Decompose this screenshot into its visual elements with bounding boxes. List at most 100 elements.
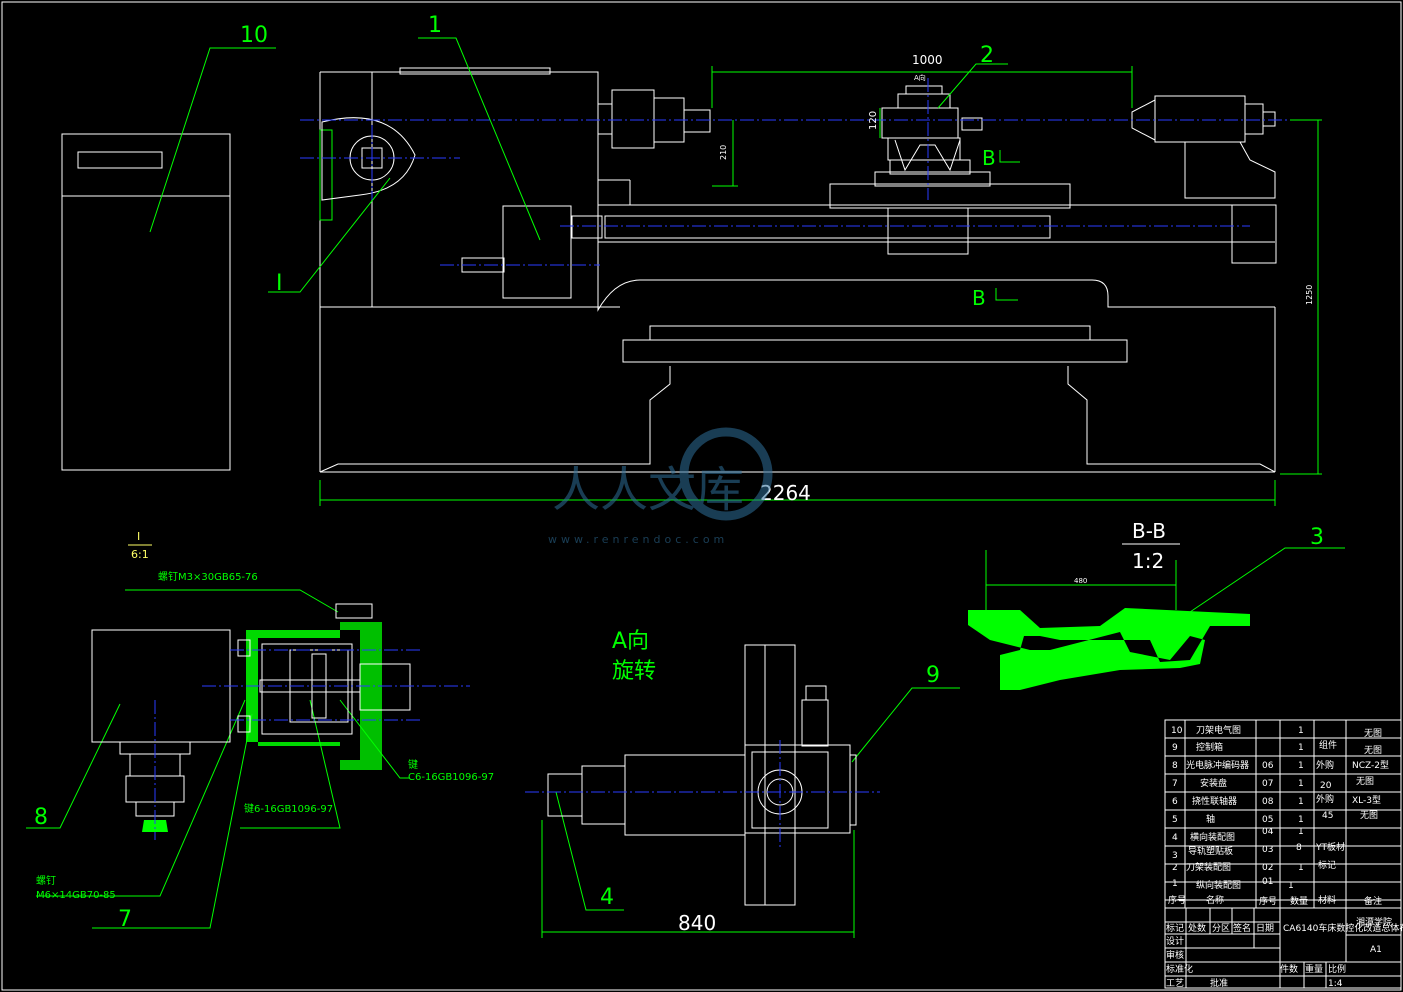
tb-standard: 标准化 bbox=[1166, 963, 1193, 975]
row-code: 01 bbox=[1262, 877, 1273, 887]
tb-school: 湘潭学院 bbox=[1356, 916, 1392, 928]
row-note: 无图 bbox=[1360, 810, 1378, 821]
row-name: 轴 bbox=[1206, 813, 1215, 825]
tb-label-mark: 标记 bbox=[1166, 922, 1184, 934]
row-name: 纵向装配图 bbox=[1196, 879, 1241, 891]
title-block: 标记 处数 分区 签名 日期 设计 审核 标准化 工艺 批准 CA6140车床数… bbox=[1166, 916, 1403, 989]
dim-span: 1000 bbox=[912, 53, 943, 67]
centre-lines bbox=[300, 78, 1300, 266]
row-note: 无图 bbox=[1364, 728, 1382, 739]
row-qty: 1 bbox=[1298, 863, 1304, 873]
row-code: 04 bbox=[1262, 827, 1274, 837]
detail-i-view bbox=[91, 603, 411, 832]
annotation-screw-left-spec: M6×14GB70-85 bbox=[36, 890, 116, 901]
callout-2: 2 bbox=[980, 43, 994, 68]
control-box bbox=[61, 133, 231, 471]
detail-i-name: I bbox=[137, 530, 140, 543]
row-note: XL-3型 bbox=[1352, 795, 1381, 806]
row-qty: 1 bbox=[1298, 743, 1304, 753]
row-no: 3 bbox=[1172, 851, 1178, 861]
row-mat: 标记 bbox=[1318, 859, 1336, 871]
tb-process: 工艺 bbox=[1166, 978, 1184, 989]
row-no: 10 bbox=[1171, 726, 1183, 736]
row-name: 刀架装配图 bbox=[1186, 861, 1231, 873]
row-name: 控制箱 bbox=[1196, 741, 1223, 753]
callout-1: 1 bbox=[428, 13, 442, 38]
watermark-logo-icon bbox=[679, 427, 773, 521]
dim-vertical-mid: 210 bbox=[719, 145, 728, 160]
tb-label-count: 处数 bbox=[1188, 922, 1206, 934]
view-a-label-1: A向 bbox=[612, 629, 649, 654]
row-qty: 8 bbox=[1296, 843, 1302, 853]
tb-label-date: 日期 bbox=[1256, 923, 1274, 934]
tb-label-zone: 分区 bbox=[1212, 923, 1230, 934]
parts-row-9: 9 控制箱 1 组件无图 bbox=[1172, 739, 1382, 756]
callout-9: 10 bbox=[240, 23, 268, 48]
row-note: 无图 bbox=[1364, 745, 1382, 756]
row-no: 6 bbox=[1172, 797, 1178, 807]
row-qty: 1 bbox=[1298, 779, 1304, 789]
tb-count: 件数 bbox=[1280, 963, 1298, 975]
annotation-screw-left: 螺钉 bbox=[36, 875, 56, 887]
annotation-key-lower: 键6-16GB1096-97 bbox=[244, 802, 333, 815]
tb-ratio: 比例 bbox=[1328, 963, 1346, 975]
tb-approve: 批准 bbox=[1210, 977, 1228, 989]
row-code: 08 bbox=[1262, 797, 1274, 807]
watermark: 人人文库 www.renrendoc.com bbox=[548, 427, 773, 546]
row-no: 2 bbox=[1172, 863, 1178, 873]
row-code: 06 bbox=[1262, 761, 1274, 771]
row-no: 9 bbox=[1172, 743, 1178, 753]
row-qty: 1 bbox=[1298, 761, 1304, 771]
header-qty: 数量 bbox=[1290, 895, 1308, 907]
row-mat: 组件 bbox=[1319, 739, 1337, 751]
row-no: 5 bbox=[1172, 815, 1178, 825]
watermark-name: 人人文库 bbox=[552, 462, 744, 518]
row-name: 刀架电气图 bbox=[1196, 724, 1241, 736]
row-code: 05 bbox=[1262, 815, 1273, 825]
header-note: 备注 bbox=[1364, 895, 1382, 907]
annotation-screw-top: 螺钉M3×30GB65-76 bbox=[158, 571, 258, 583]
parts-row-1: 1 纵向装配图 01 1 bbox=[1172, 877, 1294, 891]
tb-label-sign: 签名 bbox=[1233, 922, 1251, 934]
row-code: 03 bbox=[1262, 845, 1273, 855]
callout-10: 9 bbox=[926, 663, 940, 688]
row-note: NCZ-2型 bbox=[1352, 760, 1389, 771]
row-name: 光电脉冲编码器 bbox=[1186, 759, 1249, 771]
row-name: 挠性联轴器 bbox=[1192, 795, 1237, 807]
row-qty: 1 bbox=[1298, 827, 1304, 837]
parts-row-6: 6 挠性联轴器 08 1 外购 XL-3型 bbox=[1172, 793, 1381, 807]
watermark-url: www.renrendoc.com bbox=[548, 533, 728, 546]
row-code: 07 bbox=[1262, 779, 1273, 789]
callout-7: 7 bbox=[118, 907, 132, 932]
tb-scale: 1:4 bbox=[1328, 979, 1343, 989]
row-qty: 1 bbox=[1288, 881, 1294, 891]
callout-8: 8 bbox=[34, 805, 48, 830]
row-name: 横向装配图 bbox=[1190, 831, 1235, 843]
tb-design: 设计 bbox=[1166, 935, 1184, 947]
view-a-toolpost bbox=[547, 644, 857, 906]
row-name: 导轨塑贴板 bbox=[1188, 845, 1233, 857]
detail-i-scale: 6:1 bbox=[131, 548, 149, 561]
dim-vertical-height: 1250 bbox=[1305, 285, 1314, 305]
header-no: 序号 bbox=[1168, 894, 1186, 906]
leader-lines bbox=[26, 37, 1345, 929]
row-no: 1 bbox=[1172, 879, 1178, 889]
row-mat: 外购 bbox=[1316, 793, 1334, 805]
section-mark-b-lower: B bbox=[972, 286, 986, 310]
row-no: 8 bbox=[1172, 761, 1178, 771]
header-name: 名称 bbox=[1206, 894, 1224, 906]
dim-vertical-small: 120 bbox=[868, 111, 879, 130]
section-bb-title: B-B bbox=[1132, 519, 1166, 543]
a-mark-small: A向 bbox=[914, 73, 926, 82]
header-code: 序号 bbox=[1259, 895, 1277, 907]
callout-4: 4 bbox=[600, 885, 614, 910]
annotation-key-right-spec: C6-16GB1096-97 bbox=[408, 772, 494, 783]
row-qty: 1 bbox=[1298, 797, 1304, 807]
